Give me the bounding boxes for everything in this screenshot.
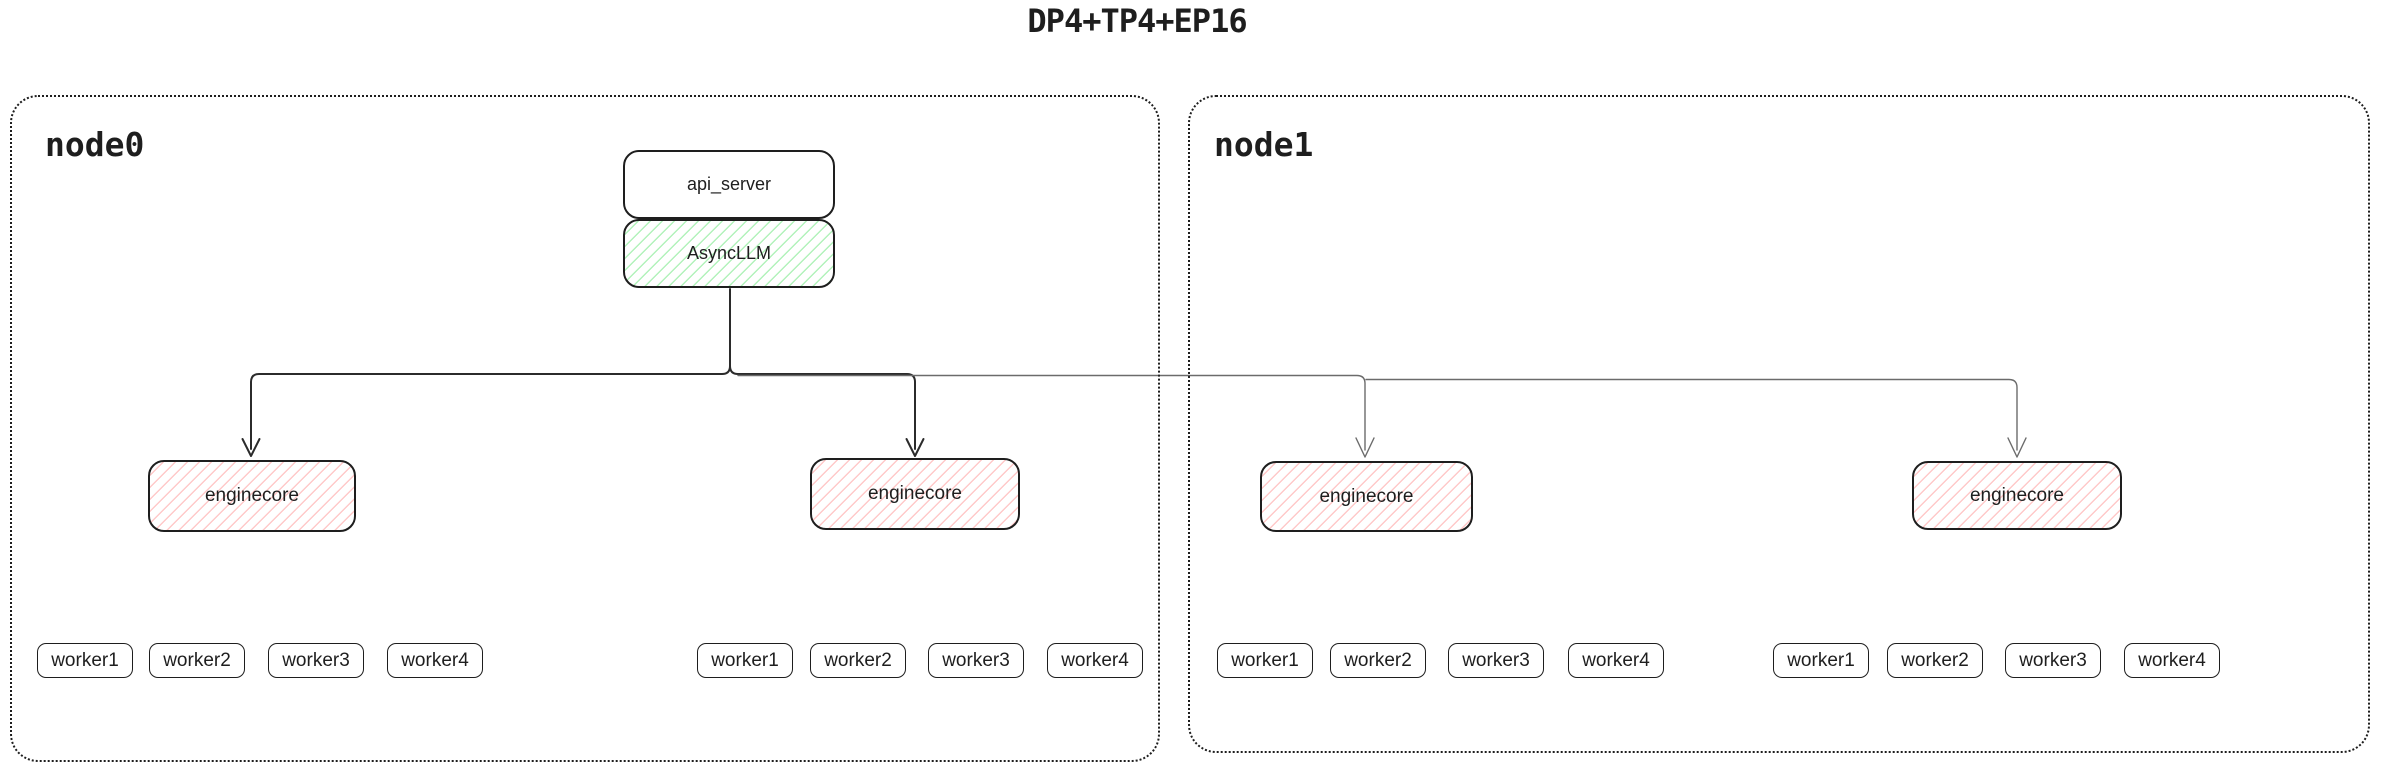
- enginecore-box: enginecore: [1912, 461, 2122, 530]
- enginecore-box: enginecore: [1260, 461, 1473, 532]
- asyncllm-box: AsyncLLM: [623, 219, 835, 288]
- worker-chip: worker2: [149, 643, 245, 678]
- worker-chip: worker1: [37, 643, 133, 678]
- diagram-title: DP4+TP4+EP16: [1027, 2, 1247, 40]
- worker-chip: worker2: [810, 643, 906, 678]
- api-server-box: api_server: [623, 150, 835, 219]
- node0-label: node0: [45, 125, 145, 164]
- worker-chip: worker1: [1773, 643, 1869, 678]
- worker-chip: worker4: [1047, 643, 1143, 678]
- worker-chip: worker3: [928, 643, 1024, 678]
- worker-chip: worker3: [1448, 643, 1544, 678]
- worker-chip: worker1: [1217, 643, 1313, 678]
- worker-chip: worker1: [697, 643, 793, 678]
- worker-chip: worker3: [268, 643, 364, 678]
- node0-container: node0: [10, 95, 1160, 762]
- worker-chip: worker4: [2124, 643, 2220, 678]
- worker-chip: worker2: [1330, 643, 1426, 678]
- enginecore-box: enginecore: [810, 458, 1020, 530]
- enginecore-box: enginecore: [148, 460, 356, 532]
- worker-chip: worker3: [2005, 643, 2101, 678]
- node1-container: node1: [1188, 95, 2370, 753]
- worker-chip: worker4: [387, 643, 483, 678]
- worker-chip: worker4: [1568, 643, 1664, 678]
- node1-label: node1: [1214, 125, 1314, 164]
- worker-chip: worker2: [1887, 643, 1983, 678]
